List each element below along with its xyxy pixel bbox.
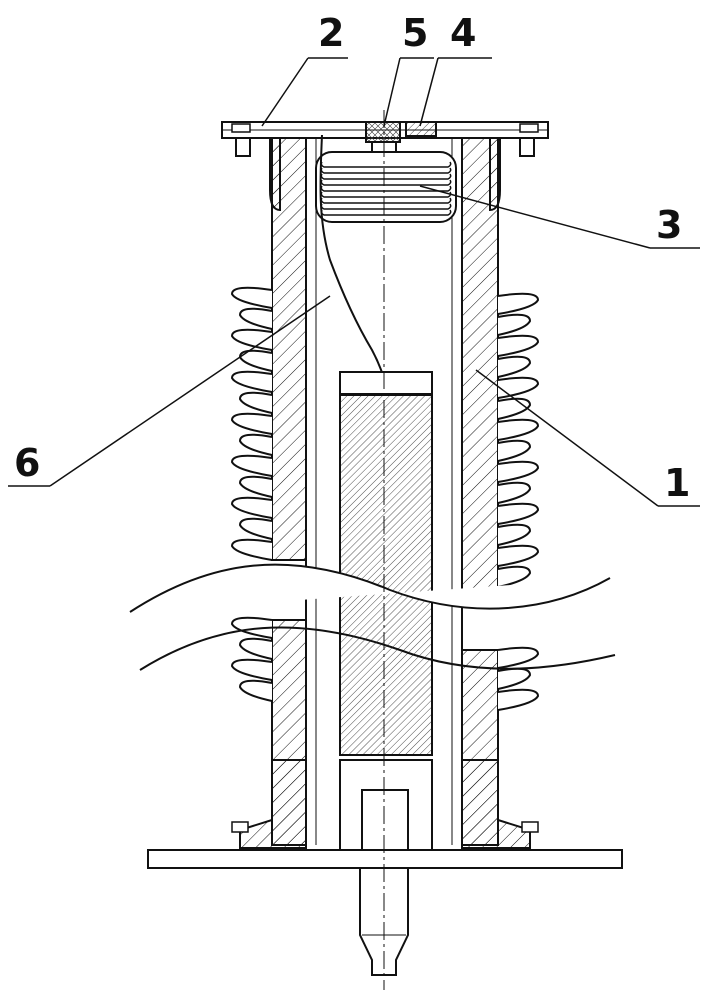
label-6: 6	[14, 441, 40, 485]
insulator-shed	[230, 370, 273, 393]
insulator-shed	[230, 454, 273, 477]
insulator-shed	[497, 544, 540, 567]
insulator-shed	[497, 292, 540, 315]
top-terminal-fitting	[365, 121, 437, 153]
label-3: 3	[656, 203, 682, 247]
insulator-shed	[238, 637, 273, 660]
insulator-shed	[230, 496, 273, 519]
break-lines	[129, 563, 616, 671]
inner-tube	[305, 138, 463, 845]
cable-lead	[319, 134, 389, 393]
label-1: 1	[664, 461, 690, 505]
label-2: 2	[318, 11, 344, 55]
insulator-shed	[238, 517, 273, 540]
insulator-shed	[230, 412, 273, 435]
insulator-shed	[238, 433, 273, 456]
insulator-shed	[497, 397, 532, 420]
insulator-shed	[238, 391, 273, 414]
label-5: 5	[402, 11, 428, 55]
insulator-sheds-left	[230, 286, 273, 702]
insulator-shed	[238, 307, 273, 330]
insulator-shed	[230, 328, 273, 351]
insulator-shed	[497, 334, 540, 357]
insulator-shed	[497, 481, 532, 504]
lower-casting	[231, 759, 539, 849]
insulator-shed	[238, 679, 273, 702]
bottom-base-plate	[147, 849, 623, 869]
insulator-shed	[497, 439, 532, 462]
insulator-left-wall	[271, 137, 307, 846]
center-core-element	[339, 371, 433, 851]
insulator-shed	[238, 475, 273, 498]
insulator-shed	[497, 523, 532, 546]
insulator-shed	[230, 538, 273, 561]
bottom-terminal-stud	[359, 867, 409, 976]
label-4: 4	[450, 11, 476, 55]
insulator-shed	[497, 313, 532, 336]
insulator-right-wall	[461, 137, 499, 846]
insulator-shed	[497, 502, 540, 525]
leader-lines	[8, 57, 700, 507]
insulator-shed	[497, 646, 540, 669]
insulator-shed	[497, 376, 540, 399]
insulator-sheds-right	[497, 292, 540, 711]
insulator-shed	[497, 667, 532, 690]
insulator-shed	[230, 616, 273, 639]
insulator-shed	[230, 286, 273, 309]
insulator-shed	[497, 565, 532, 588]
insulator-shed	[497, 460, 540, 483]
insulator-shed	[497, 355, 532, 378]
coil-spring-assembly	[315, 151, 457, 223]
insulator-shed	[497, 418, 540, 441]
insulator-shed	[497, 688, 540, 711]
insulator-shed	[230, 658, 273, 681]
